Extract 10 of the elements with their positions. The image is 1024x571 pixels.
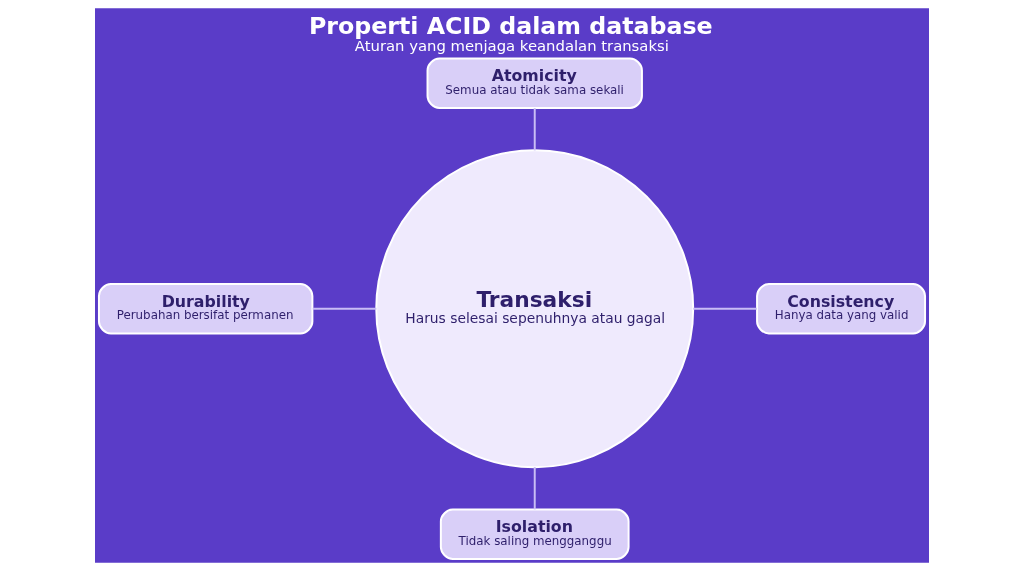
diagram-title: Properti ACID dalam database: [308, 12, 713, 41]
connector: [533, 466, 536, 511]
connector: [692, 307, 758, 310]
node-box: Atomicity Semua atau tidak sama sekali: [426, 57, 643, 109]
node-box: Isolation Tidak saling mengganggu: [439, 508, 630, 560]
node-circle: Transaksi Harus selesai sepenuhnya atau gagal: [375, 149, 695, 469]
node-box: Durability Perubahan bersifat permanen: [97, 283, 314, 335]
connector: [311, 307, 378, 310]
node-box: Consistency Hanya data yang valid: [756, 283, 927, 335]
connector: [533, 107, 536, 152]
